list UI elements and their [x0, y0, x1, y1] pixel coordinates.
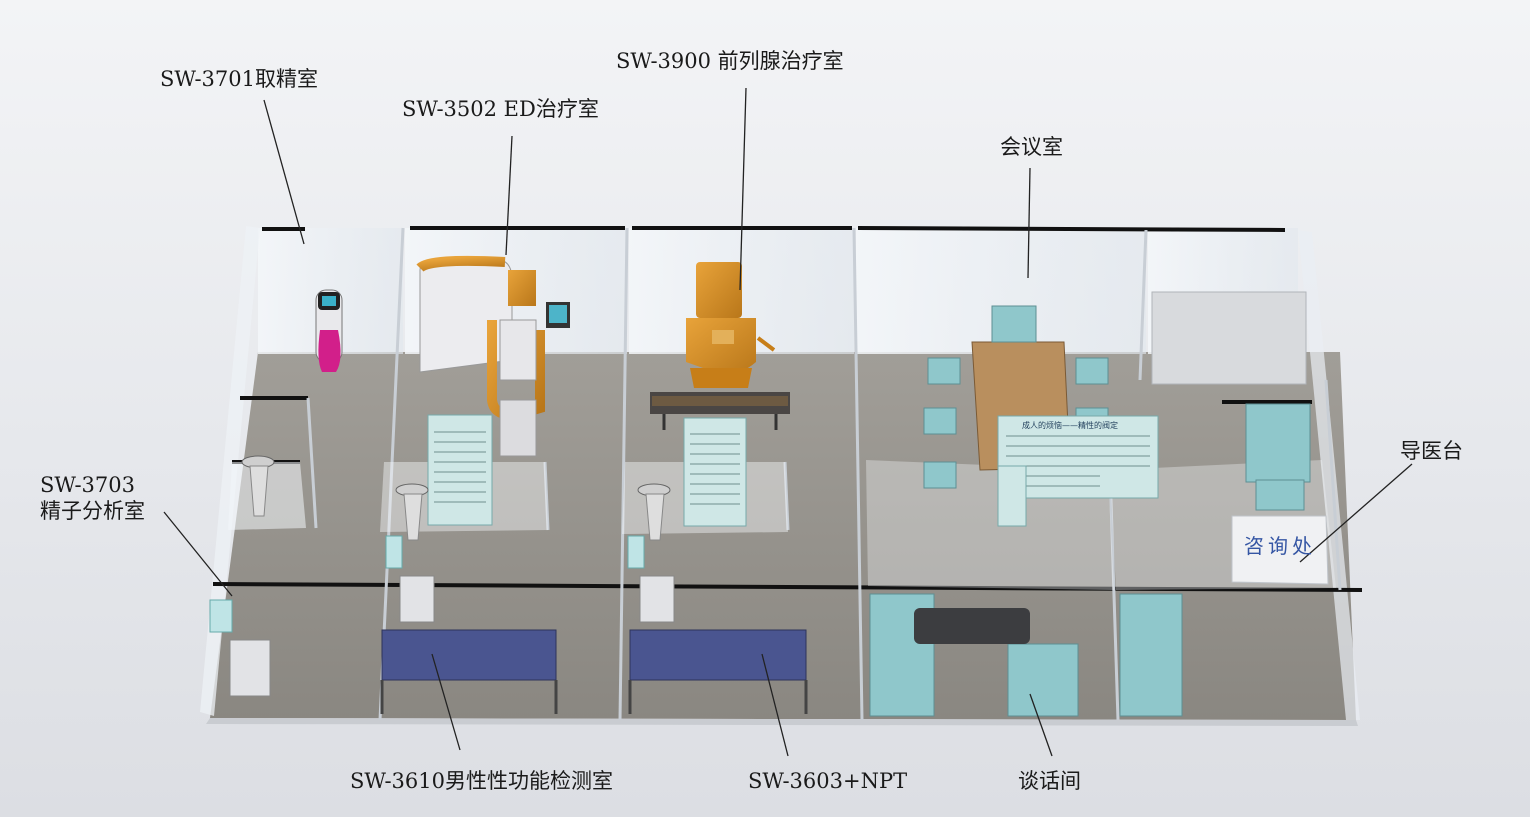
partition-front-left: [228, 462, 306, 530]
exam-bed-room3: [628, 629, 808, 714]
label-sw3703-code: SW-3703: [40, 473, 135, 497]
treatment-bed: [650, 392, 790, 430]
ed-therapy-machine: [416, 255, 570, 457]
meeting-poster-title: 成人的烦恼——精性的阀定: [1022, 421, 1118, 430]
label-meeting: 会议室: [1000, 135, 1063, 159]
label-sw3502: SW-3502 ED治疗室: [402, 97, 599, 121]
sink-fixture-room3: [637, 483, 671, 541]
label-guide: 导医台: [1400, 439, 1463, 463]
label-sw3610: SW-3610男性性功能检测室: [350, 769, 613, 793]
equipment-room3: [627, 535, 675, 623]
right-side-wall: [1298, 230, 1360, 720]
equipment-room2: [385, 535, 435, 623]
analysis-cart-left: [209, 599, 271, 697]
label-sw3703-name: 精子分析室: [40, 499, 145, 523]
meeting-chairs: [923, 305, 1109, 489]
talk-room-table: [914, 608, 1030, 644]
sink-fixture-left: [241, 455, 275, 517]
label-sw3703: SW-3703 精子分析室: [40, 472, 200, 524]
guide-desk: [1231, 515, 1329, 585]
poster-board-room2: [427, 414, 493, 526]
right-sofa: [1245, 403, 1311, 511]
label-sw3701: SW-3701取精室: [160, 67, 318, 91]
glass-partitions: [306, 227, 1342, 721]
exam-bed-room2: [380, 629, 558, 714]
meeting-side-poster: [997, 465, 1027, 527]
cabinet-back-right: [1151, 291, 1307, 385]
sink-fixture-room2: [395, 483, 429, 541]
left-side-wall: [200, 226, 260, 716]
prostate-treatment-chair: [686, 262, 776, 388]
label-talk: 谈话间: [1018, 769, 1081, 793]
guide-desk-sign: 咨询处: [1244, 534, 1316, 558]
floor-front-edge: [206, 718, 1358, 726]
label-sw3900: SW-3900 前列腺治疗室: [616, 49, 844, 73]
talk-room-sofas: [869, 593, 1183, 717]
label-sw3603: SW-3603+NPT: [748, 769, 908, 793]
poster-board-room3: [683, 417, 747, 527]
leader-lines: [163, 87, 1413, 757]
collection-device: [315, 289, 343, 372]
